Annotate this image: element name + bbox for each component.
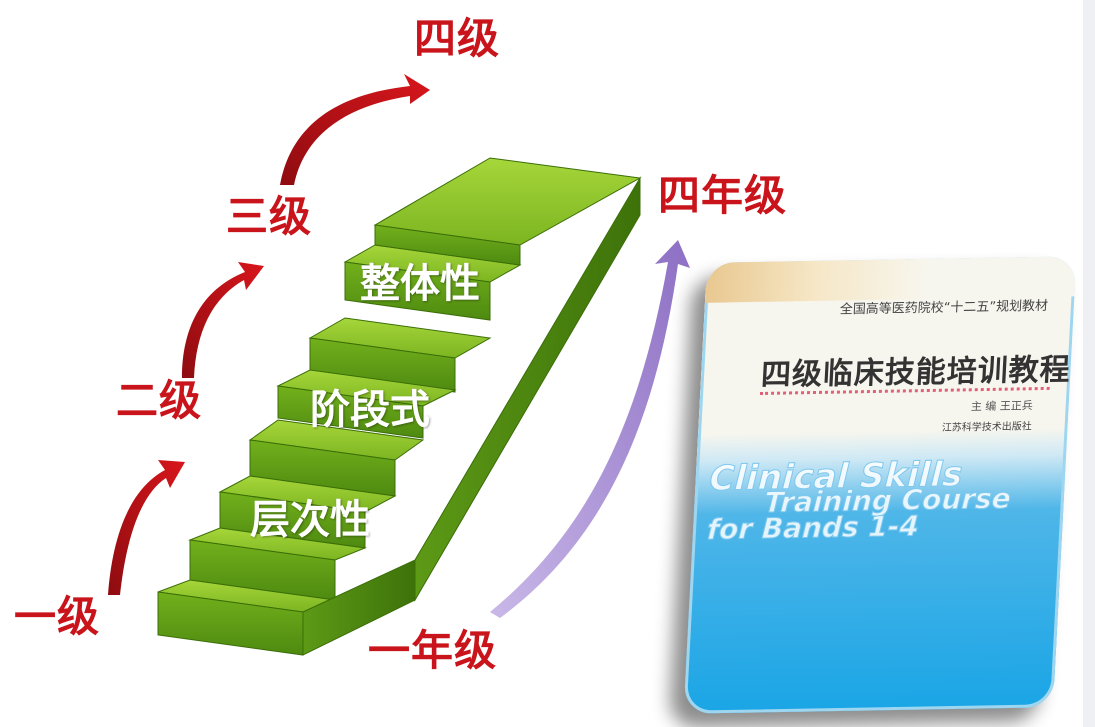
- book-english-title-line3: for Bands 1-4: [706, 509, 921, 547]
- stair-label-integral: 整体性: [360, 261, 480, 307]
- book-cover-image: 全国高等医药院校“十二五”规划教材 四级临床技能培训教程 主 编 王正兵 江苏科…: [640, 250, 1080, 720]
- stair-label-staged: 阶段式: [310, 387, 430, 433]
- book-publisher: 江苏科学技术出版社: [941, 421, 1032, 434]
- level-one-label: 一级: [14, 592, 101, 641]
- stair-label-layered: 层次性: [250, 497, 370, 543]
- book-series: 全国高等医药院校“十二五”规划教材: [839, 298, 1049, 318]
- red-arrow-2: [182, 262, 264, 378]
- red-arrow-3: [280, 74, 430, 185]
- red-arrow-1: [108, 460, 185, 595]
- level-two-label: 二级: [116, 376, 203, 425]
- purple-arrow: [490, 240, 690, 618]
- fourth-year-label: 四年级: [658, 171, 788, 220]
- level-four-label: 四级: [414, 14, 501, 63]
- book-editor: 主 编 王正兵: [970, 399, 1034, 414]
- book-cover: 全国高等医药院校“十二五”规划教材 四级临床技能培训教程 主 编 王正兵 江苏科…: [683, 256, 1077, 714]
- stair-steps: [157, 157, 642, 656]
- slide-edge: [1083, 0, 1095, 727]
- first-year-label: 一年级: [368, 626, 498, 675]
- level-three-label: 三级: [226, 192, 313, 241]
